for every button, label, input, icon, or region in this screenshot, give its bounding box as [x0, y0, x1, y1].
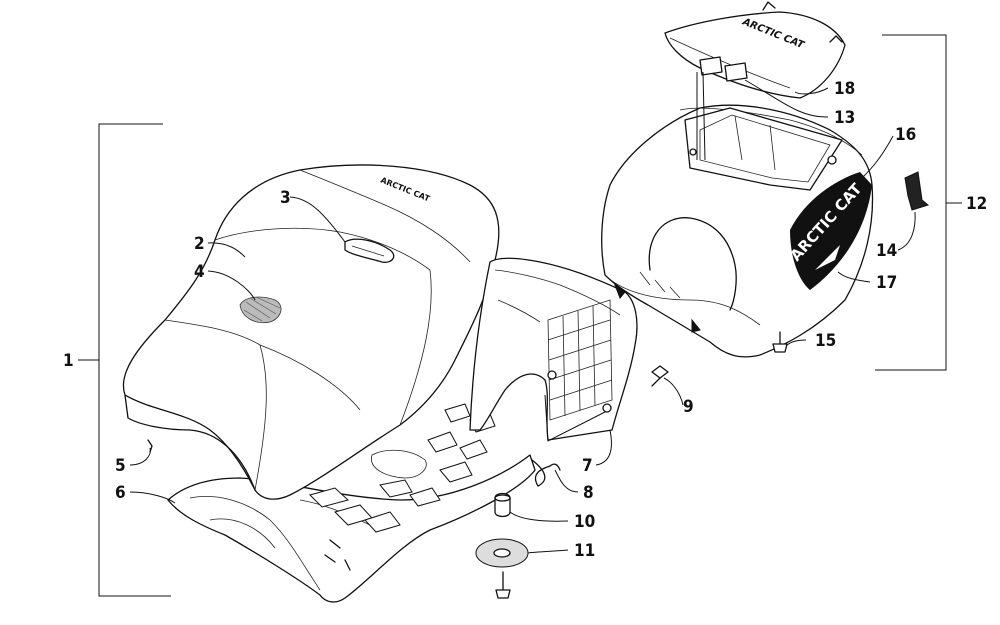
storage-box: ARCTIC CAT — [601, 104, 874, 358]
strap-part-8 — [531, 459, 561, 487]
side-panel-part-7 — [469, 257, 638, 442]
callout-11: 11 — [574, 541, 595, 561]
callout-labels: 1 2 3 4 5 6 7 8 9 10 11 12 13 14 15 16 1… — [63, 79, 987, 561]
latch-part-14 — [904, 171, 930, 211]
callout-18: 18 — [834, 79, 855, 99]
callout-8: 8 — [583, 483, 594, 503]
callout-10: 10 — [574, 512, 595, 532]
callout-13: 13 — [834, 108, 855, 128]
bumper-part-10 — [494, 492, 511, 518]
callout-2: 2 — [194, 234, 205, 254]
washer-part-11 — [475, 538, 529, 568]
callout-12: 12 — [966, 194, 987, 214]
fastener-hole — [547, 370, 557, 380]
leader-lines — [129, 79, 916, 554]
screw-part-11 — [495, 571, 511, 599]
callout-6: 6 — [115, 483, 126, 503]
callout-16: 16 — [895, 125, 916, 145]
bracket-assembly-12 — [875, 34, 962, 371]
callout-9: 9 — [683, 397, 694, 417]
seat-patch-part-4 — [239, 296, 282, 324]
fastener-hole — [602, 403, 612, 413]
callout-1: 1 — [63, 351, 74, 371]
callout-7: 7 — [582, 456, 593, 476]
callout-15: 15 — [815, 331, 836, 351]
seat-cushion: ARCTIC CAT — [122, 164, 500, 500]
seat-handle-part-3 — [344, 238, 395, 263]
storage-lid-part-18: ARCTIC CAT — [664, 1, 846, 161]
callout-3: 3 — [280, 188, 291, 208]
bracket-assembly-1 — [78, 123, 171, 597]
callout-14: 14 — [876, 241, 897, 261]
screw-part-15 — [772, 331, 788, 353]
callout-17: 17 — [876, 273, 897, 293]
fastener-part-9 — [651, 365, 669, 387]
callout-5: 5 — [115, 456, 126, 476]
mesh-grid — [547, 299, 613, 421]
callout-4: 4 — [194, 262, 205, 282]
